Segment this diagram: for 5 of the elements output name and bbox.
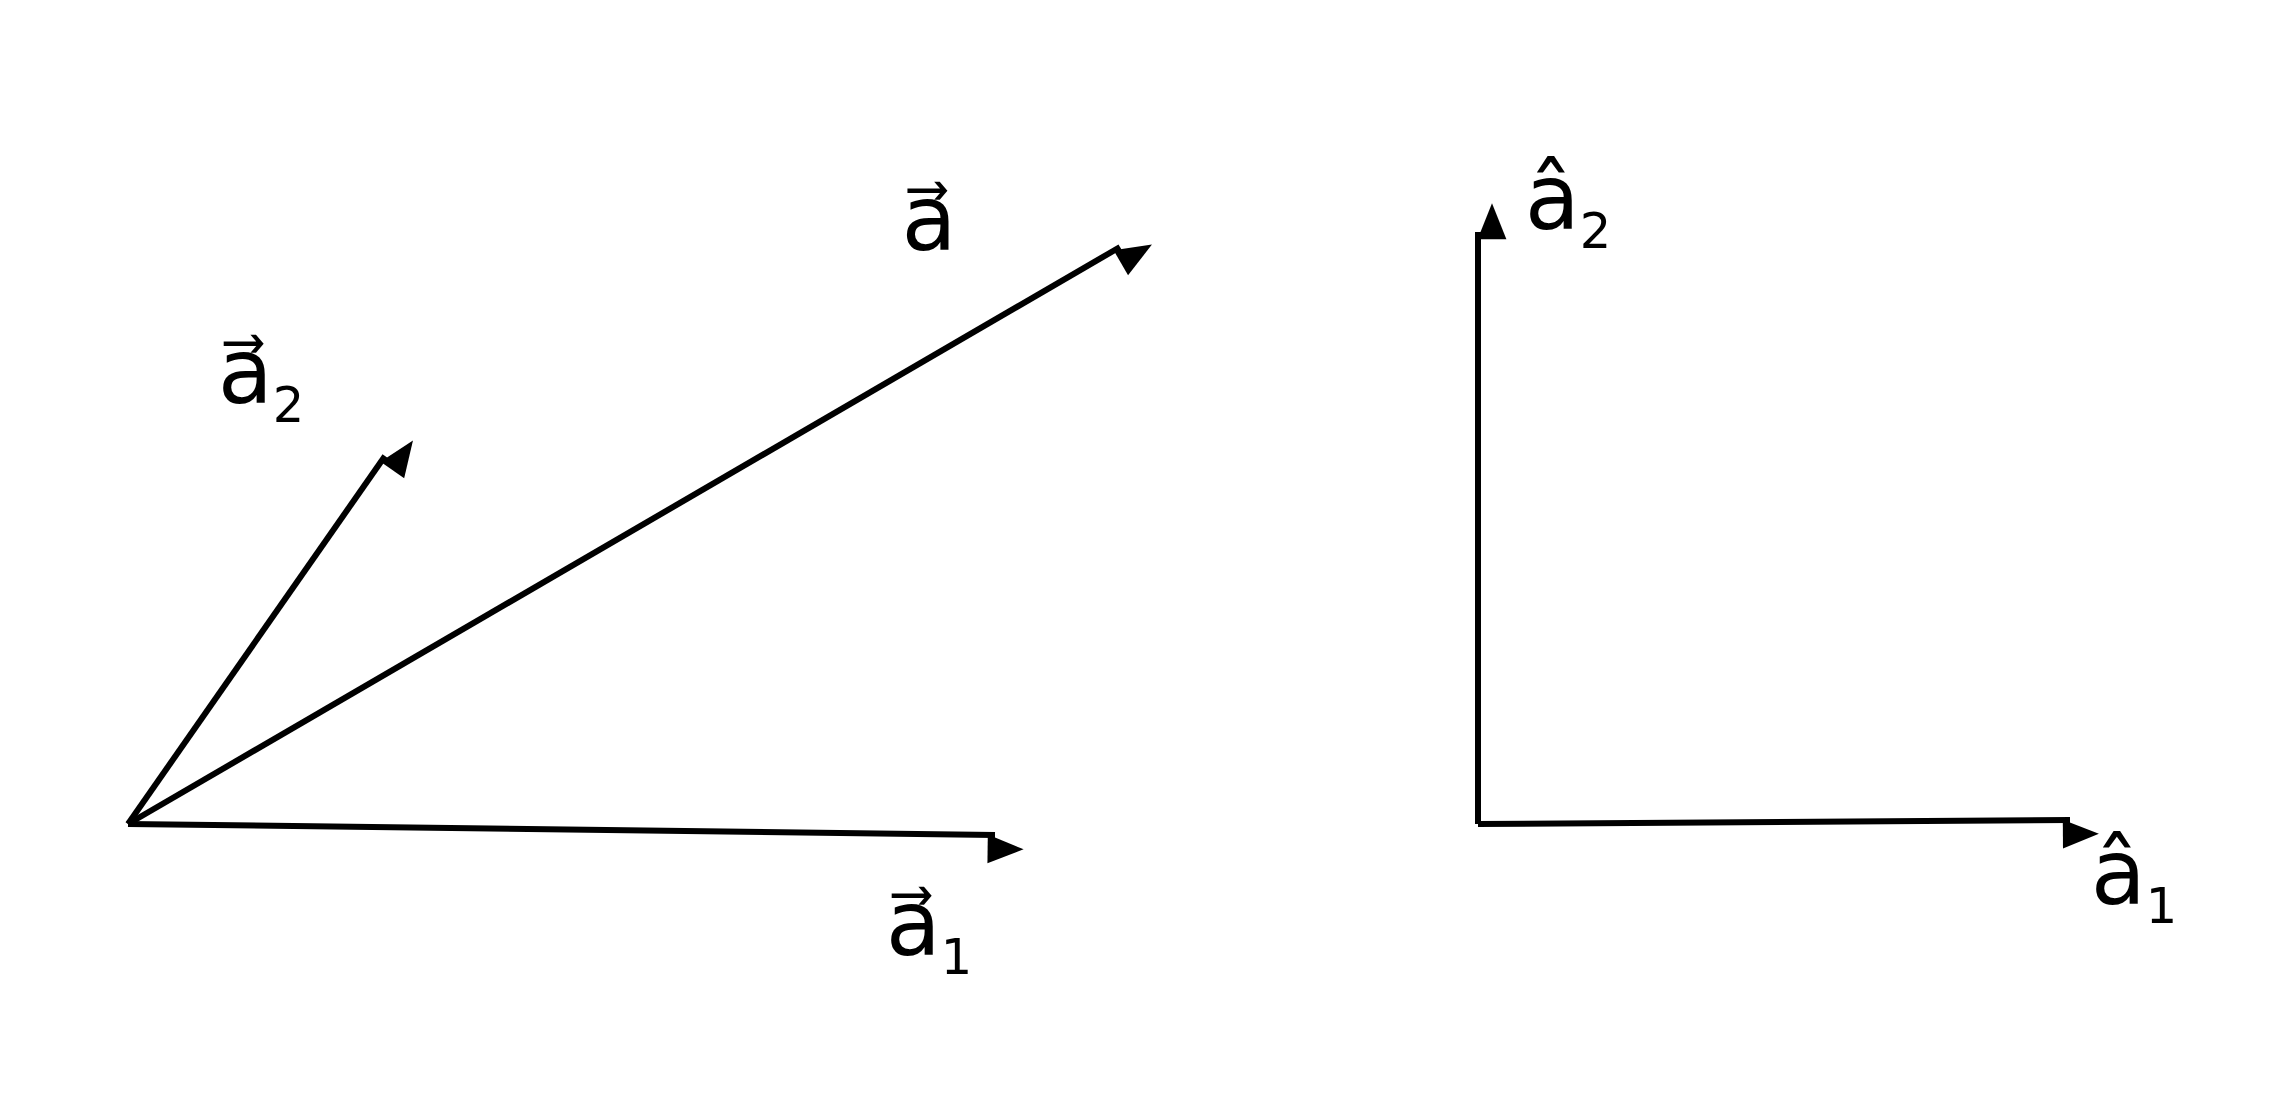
vector-label: a⃗ <box>901 168 957 268</box>
vector-label: a⃗$_{1}$ <box>885 873 973 985</box>
vector-label: â$_{1}$ <box>2090 822 2178 934</box>
vector-label: a⃗$_{2}$ <box>217 321 305 433</box>
vector-label: â$_{2}$ <box>1524 147 1612 259</box>
